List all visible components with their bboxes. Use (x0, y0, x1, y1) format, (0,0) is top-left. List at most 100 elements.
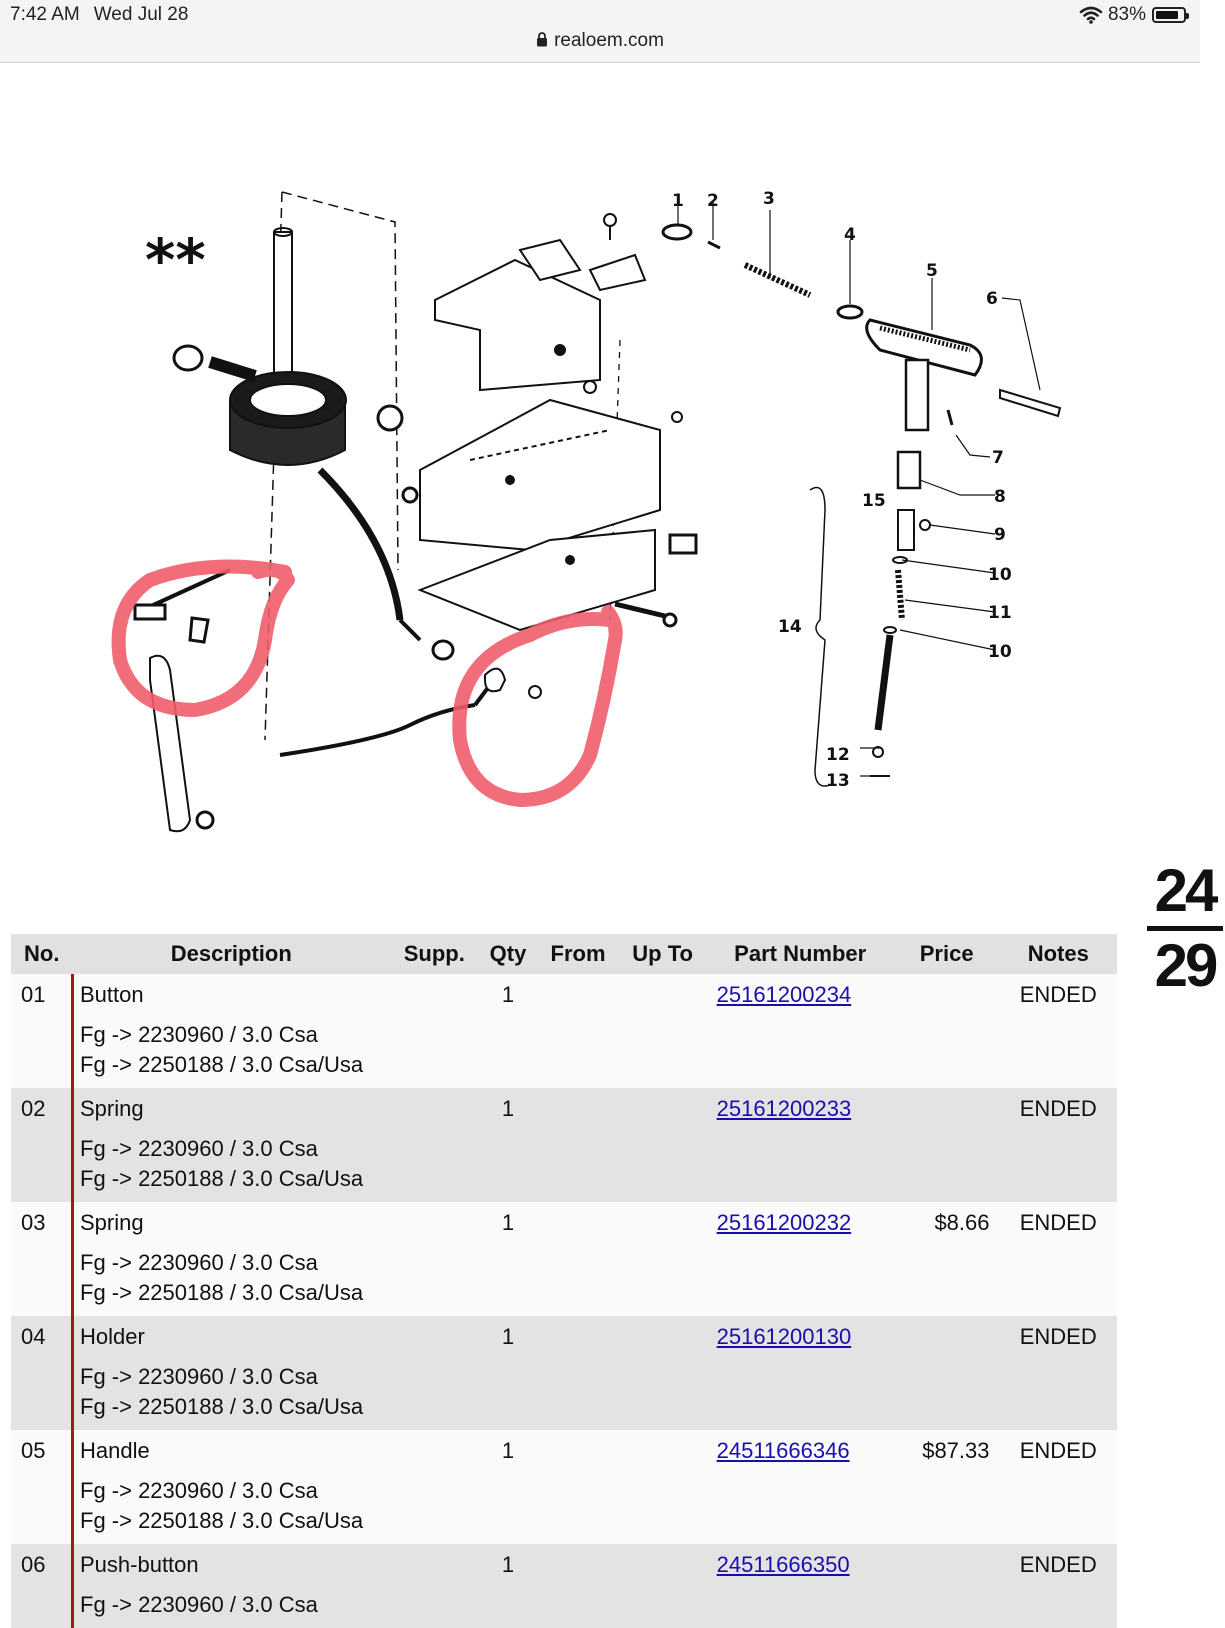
part-number-link[interactable]: 25161200234 (716, 982, 852, 1007)
parts-table: No. Description Supp. Qty From Up To Par… (11, 934, 1117, 1628)
callout-10b: 10 (988, 642, 1012, 662)
callout-15: 15 (862, 491, 886, 511)
callout-11: 11 (988, 603, 1012, 623)
page-number-top: 24 (1154, 857, 1219, 924)
annotation-marks (111, 559, 623, 807)
part-number-cell: 24511666350 (706, 1544, 894, 1628)
callout-8: 8 (994, 487, 1006, 507)
price-cell (893, 1544, 1000, 1628)
part-no: 01 (11, 974, 73, 1088)
header-price: Price (893, 934, 1000, 974)
part-number-link[interactable]: 25161200130 (716, 1324, 852, 1349)
notes-cell: ENDED (999, 1430, 1117, 1544)
price-cell: $87.33 (893, 1430, 1000, 1544)
part-no: 02 (11, 1088, 73, 1202)
fitment-note: Fg -> 2250188 / 3.0 Csa/Usa (80, 1280, 364, 1305)
up-to-cell (618, 1316, 707, 1430)
fitment-note: Fg -> 2230960 / 3.0 Csa (80, 1592, 318, 1617)
table-row: 01 Button Fg -> 2230960 / 3.0 Csa Fg -> 225… (11, 974, 1117, 1088)
fitment-note: Fg -> 2230960 / 3.0 Csa (80, 1022, 318, 1047)
part-no: 06 (11, 1544, 73, 1628)
price-cell (893, 1316, 1000, 1430)
battery-icon (1152, 7, 1189, 23)
part-number-cell: 24511666346 (706, 1430, 894, 1544)
fitment-note: Fg -> 2250188 / 3.0 Csa/Usa (80, 1052, 364, 1077)
header-description: Description (72, 934, 390, 974)
up-to-cell (618, 1202, 707, 1316)
fitment-note: Fg -> 2250188 / 3.0 Csa/Usa (80, 1394, 364, 1419)
callout-13: 13 (826, 771, 850, 791)
callout-5: 5 (926, 261, 938, 281)
fitment-note: Fg -> 2230960 / 3.0 Csa (80, 1478, 318, 1503)
part-description: Button (80, 982, 144, 1007)
notes-cell: ENDED (999, 1202, 1117, 1316)
wifi-icon (1079, 6, 1103, 24)
description-cell: Button Fg -> 2230960 / 3.0 Csa Fg -> 22501… (71, 974, 390, 1088)
qty-cell: 1 (478, 1544, 538, 1628)
part-number-cell: 25161200130 (706, 1316, 894, 1430)
from-cell (537, 1316, 619, 1430)
part-no: 04 (11, 1316, 73, 1430)
supp-cell (390, 1316, 479, 1430)
table-header-row: No. Description Supp. Qty From Up To Par… (11, 934, 1117, 974)
qty-cell: 1 (478, 974, 538, 1088)
up-to-cell (618, 1088, 707, 1202)
callout-9: 9 (994, 525, 1006, 545)
diagram-page-number: 24 29 (1145, 860, 1225, 997)
header-from: From (537, 934, 619, 974)
header-notes: Notes (999, 934, 1117, 974)
part-description: Handle (80, 1438, 150, 1463)
header-part-number: Part Number (706, 934, 894, 974)
part-number-cell: 25161200232 (706, 1202, 894, 1316)
diagram-drawing: ** (111, 189, 1062, 833)
notes-cell: ENDED (999, 974, 1117, 1088)
battery-percent: 83% (1107, 4, 1146, 25)
fitment-note: Fg -> 2230960 / 3.0 Csa (80, 1250, 318, 1275)
part-no: 03 (11, 1202, 73, 1316)
url-text: realoem.com (554, 30, 664, 51)
header-qty: Qty (478, 934, 538, 974)
lock-icon (537, 32, 548, 47)
part-number-link[interactable]: 24511666350 (716, 1552, 850, 1577)
notes-cell: ENDED (999, 1544, 1117, 1628)
header-up-to: Up To (618, 934, 707, 974)
callout-3: 3 (763, 189, 775, 209)
page-number-bottom: 29 (1154, 932, 1219, 999)
part-number-link[interactable]: 24511666346 (716, 1438, 850, 1463)
callout-6: 6 (986, 289, 998, 309)
from-cell (537, 1430, 619, 1544)
part-no: 05 (11, 1430, 73, 1544)
status-indicators: 83% (1079, 4, 1189, 26)
fitment-note: Fg -> 2230960 / 3.0 Csa (80, 1364, 318, 1389)
part-number-link[interactable]: 25161200233 (716, 1096, 852, 1121)
callout-2: 2 (707, 191, 719, 211)
fitment-note: Fg -> 2250188 / 3.0 Csa/Usa (80, 1508, 364, 1533)
supp-cell (390, 974, 479, 1088)
from-cell (537, 1088, 619, 1202)
header-no: No. (11, 934, 73, 974)
qty-cell: 1 (478, 1316, 538, 1430)
supp-cell (390, 1088, 479, 1202)
part-number-cell: 25161200233 (706, 1088, 894, 1202)
supp-cell (390, 1202, 479, 1316)
from-cell (537, 974, 619, 1088)
up-to-cell (618, 1544, 707, 1628)
address-bar[interactable]: realoem.com (0, 30, 1200, 52)
supp-cell (390, 1544, 479, 1628)
callout-10a: 10 (988, 565, 1012, 585)
supp-cell (390, 1430, 479, 1544)
qty-cell: 1 (478, 1202, 538, 1316)
callout-14: 14 (778, 617, 802, 637)
part-number-link[interactable]: 25161200232 (716, 1210, 852, 1235)
part-description: Spring (80, 1096, 144, 1121)
stars-label: ** (145, 226, 206, 294)
clock: 7:42 AM (10, 4, 80, 25)
up-to-cell (618, 974, 707, 1088)
notes-cell: ENDED (999, 1088, 1117, 1202)
